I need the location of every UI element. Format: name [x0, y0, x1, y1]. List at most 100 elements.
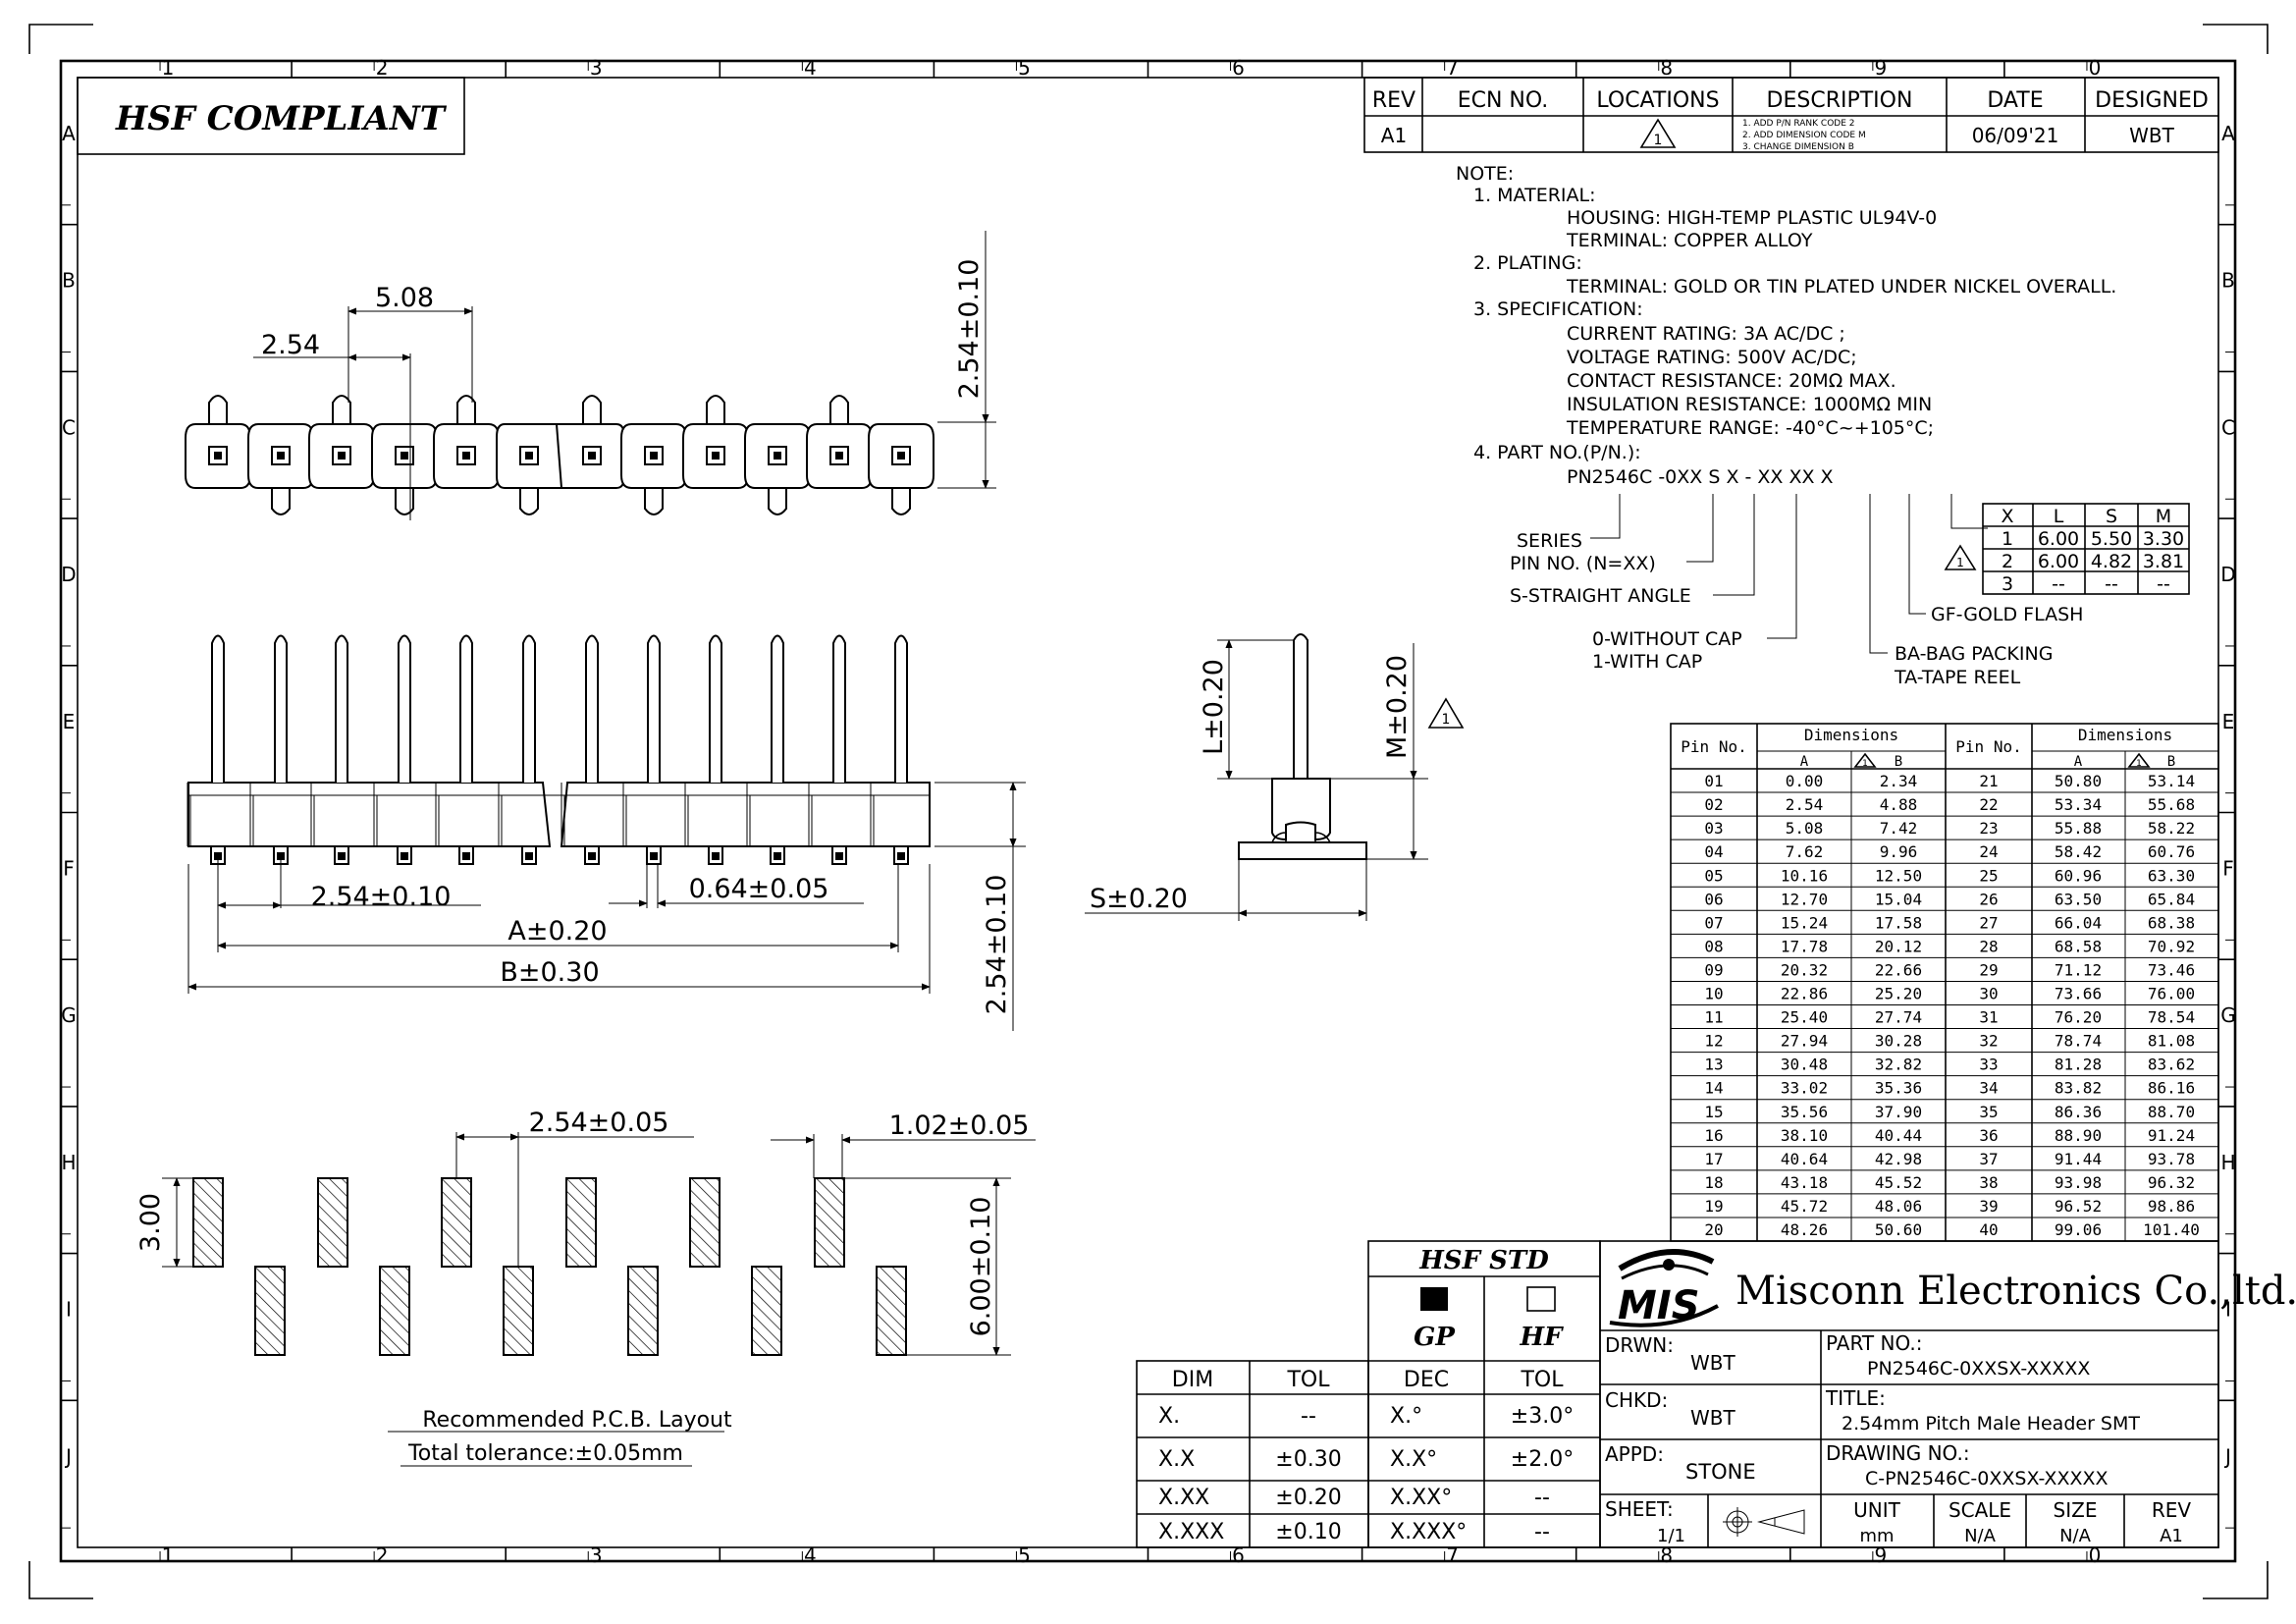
side-pin: [585, 634, 599, 783]
top-pin-dot: [400, 452, 408, 460]
pin-table-cell: 50.60: [1875, 1220, 1922, 1239]
date-value: 06/09'21: [1972, 124, 2059, 147]
svg-text:1: 1: [1862, 759, 1868, 769]
pin-table-cell: 34: [1979, 1079, 1998, 1098]
pin-table-cell: 35.56: [1781, 1103, 1828, 1121]
side-pin: [894, 634, 908, 783]
pcb-pad: [503, 1266, 534, 1356]
pin-table-cell: 33.02: [1781, 1079, 1828, 1098]
tol-dim: X.X: [1158, 1447, 1195, 1472]
top-pin-bump: [332, 395, 351, 424]
top-pin-dot: [462, 452, 470, 460]
pcb-tolerance: Total tolerance:±0.05mm: [407, 1441, 683, 1466]
pin-table-cell: 39: [1979, 1197, 1998, 1216]
pin-table-cell: 65.84: [2148, 890, 2195, 908]
top-view: 5.08 2.54 2.54±0.10: [185, 231, 996, 520]
grid-row-label: J: [64, 1444, 72, 1468]
scale-label: SCALE: [1949, 1498, 2011, 1522]
grid-row-label: C: [62, 415, 76, 439]
pin-table-cell: 68.38: [2148, 913, 2195, 932]
grid-column-label: 1: [162, 1543, 175, 1567]
top-pin-bump: [706, 395, 725, 424]
size-value: N/A: [2059, 1526, 2092, 1546]
pin-table-cell: 19: [1704, 1197, 1723, 1216]
pin-table-cell: 30.48: [1781, 1056, 1828, 1074]
pin-table-cell: 45.72: [1781, 1197, 1828, 1216]
tol-header: TOL: [1286, 1368, 1330, 1392]
dim-pitch-508: 5.08: [375, 283, 434, 313]
dim-a: A±0.20: [507, 916, 607, 947]
hsf-tol: --: [1534, 1486, 1550, 1510]
pin-table-cell: 98.86: [2148, 1197, 2195, 1216]
tol-value: ±0.10: [1275, 1520, 1341, 1544]
pin-table-cell: 91.44: [2055, 1150, 2102, 1168]
appd-label: APPD:: [1605, 1442, 1664, 1466]
pin-table-cell: 02: [1704, 795, 1723, 814]
pin-table-cell: 08: [1704, 937, 1723, 955]
side-pin: [832, 634, 846, 783]
pin-table-cell: 86.16: [2148, 1079, 2195, 1098]
grid-column-label: 6: [1232, 1543, 1245, 1567]
code-header-x: X: [2001, 506, 2013, 527]
hsf-tol-header: TOL: [1520, 1368, 1564, 1392]
grid-row-label: A: [2221, 122, 2235, 145]
rev-header: REV: [1372, 88, 1415, 113]
pin-table-cell: 17: [1704, 1150, 1723, 1168]
grid-row-label: H: [2220, 1151, 2235, 1174]
part-no-value: PN2546C-0XXSX-XXXXX: [1867, 1358, 2090, 1380]
code-cell: --: [2105, 573, 2118, 595]
pin-table-cell: 20: [1704, 1220, 1723, 1239]
svg-text:1: 1: [1654, 133, 1663, 148]
grid-ticks: [61, 61, 2235, 1561]
note-straight-angle: S-STRAIGHT ANGLE: [1510, 585, 1691, 607]
grid-row-label: G: [61, 1003, 77, 1027]
note-housing: HOUSING: HIGH-TEMP PLASTIC UL94V-0: [1567, 207, 1937, 229]
pin-table-cell: 42.98: [1875, 1150, 1922, 1168]
code-cell: --: [2157, 573, 2170, 595]
description-header: DESCRIPTION: [1767, 88, 1913, 113]
pin-table-cell: 22: [1979, 795, 1998, 814]
hsf-dec: X.°: [1390, 1404, 1422, 1429]
top-pin-dot: [277, 452, 285, 460]
a-header-right: A: [2074, 754, 2083, 770]
pin-table-cell: 27: [1979, 913, 1998, 932]
appd-value: STONE: [1685, 1460, 1756, 1484]
b-header-right-mark: 1: [2127, 752, 2151, 769]
pin-table-cell: 83.82: [2055, 1079, 2102, 1098]
pin-table-cell: 58.42: [2055, 842, 2102, 861]
side-pin: [771, 634, 784, 783]
note-series: SERIES: [1517, 530, 1582, 552]
code-cell: 3.30: [2143, 528, 2184, 550]
pin-table-cell: 99.06: [2055, 1220, 2102, 1239]
notes-block: NOTE: 1. MATERIAL: HOUSING: HIGH-TEMP PL…: [1456, 163, 2116, 688]
note-plating: 2. PLATING:: [1473, 252, 1582, 274]
hsf-compliant-label: HSF COMPLIANT: [115, 99, 448, 138]
title-label: TITLE:: [1825, 1386, 1886, 1410]
grid-row-label: G: [2220, 1003, 2236, 1027]
pcb-layout: 2.54±0.05 1.02±0.05 3.00 6.00±0.10 Recom…: [135, 1108, 1036, 1467]
svg-text:MIS: MIS: [1618, 1283, 1700, 1328]
pin-table-cell: 27.94: [1781, 1032, 1828, 1051]
grid-row-label: I: [66, 1298, 72, 1322]
top-pin-bump: [644, 486, 664, 515]
pin-table-cell: 2.54: [1786, 795, 1824, 814]
pin-table-cell: 38: [1979, 1173, 1998, 1192]
revision-table: REV ECN NO. LOCATIONS DESCRIPTION DATE D…: [1363, 77, 2219, 153]
pin-table-cell: 12.50: [1875, 866, 1922, 885]
grid-column-label: 4: [804, 1543, 817, 1567]
revision-location-mark: 1: [1639, 118, 1677, 148]
side-view-pins: [187, 634, 931, 865]
locations-header: LOCATIONS: [1596, 88, 1719, 113]
description-line-3: 3. CHANGE DIMENSION B: [1742, 142, 1854, 152]
pin-table-cell: 0.00: [1786, 772, 1824, 790]
grid-row-label: E: [2222, 710, 2235, 733]
designed-header: DESIGNED: [2095, 88, 2209, 113]
pin-table-cell: 04: [1704, 842, 1723, 861]
pin-table-cell: 76.00: [2148, 985, 2195, 1003]
unit-label: UNIT: [1853, 1498, 1900, 1522]
pin-table-cell: 25: [1979, 866, 1998, 885]
code-header-l: L: [2054, 506, 2064, 527]
pin-table-cell: 14: [1704, 1079, 1723, 1098]
pin-table-cell: 20.32: [1781, 960, 1828, 979]
